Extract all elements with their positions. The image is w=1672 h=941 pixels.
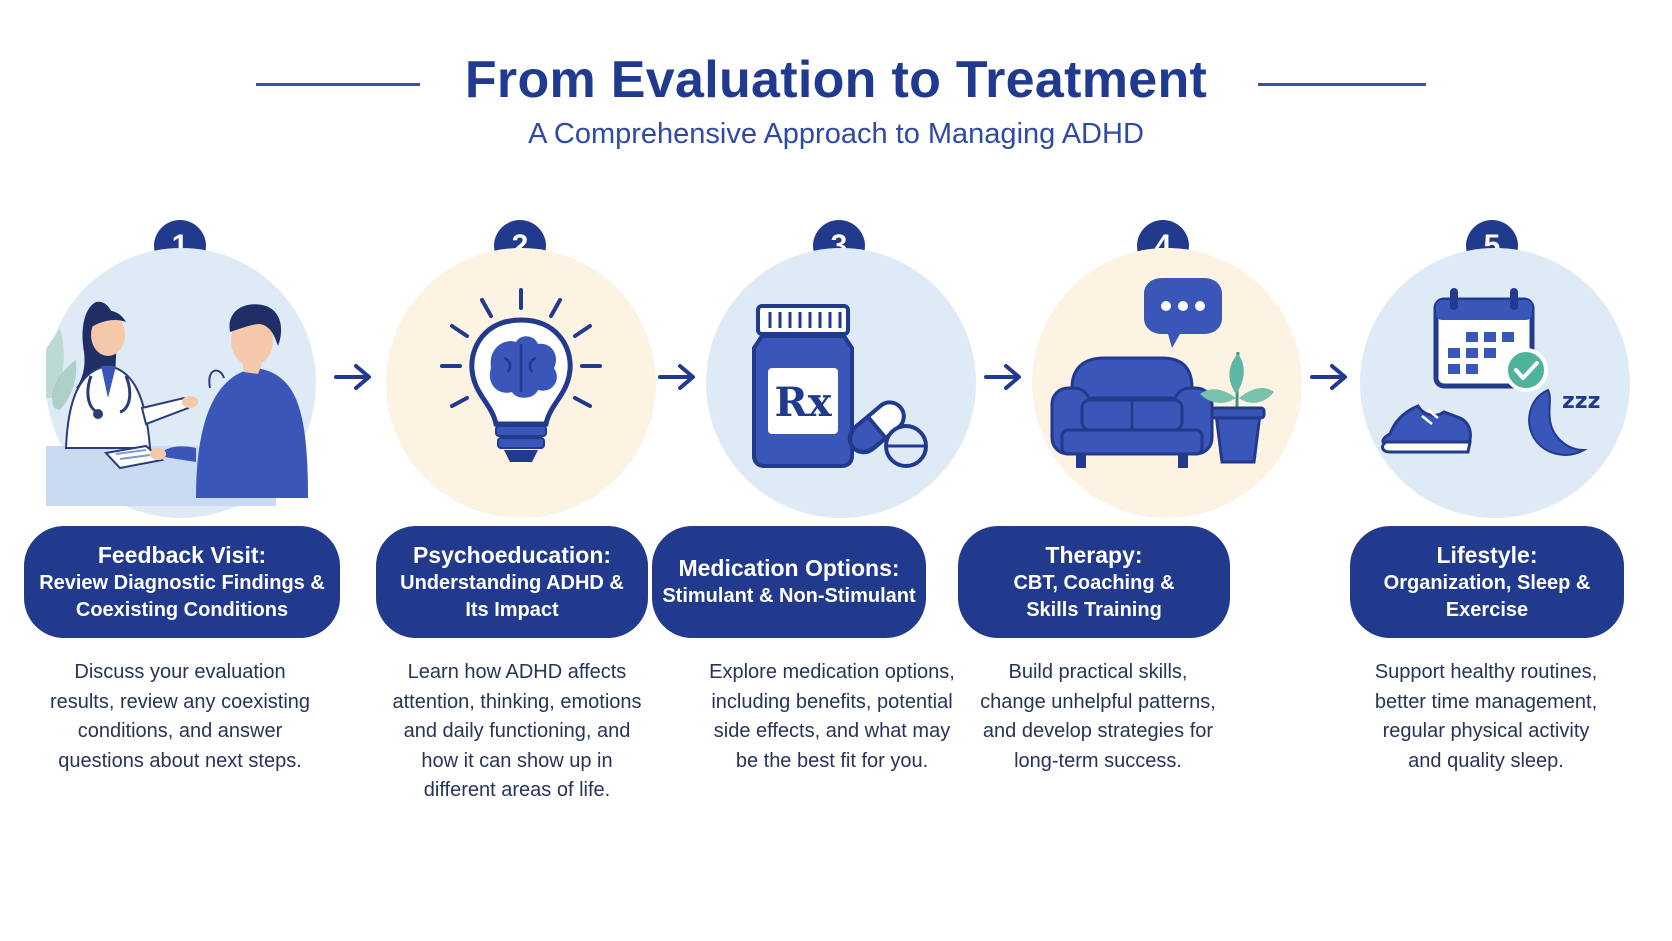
- step-title-pill: Medication Options: Stimulant & Non-Stim…: [652, 526, 926, 638]
- description-line: results, review any coexisting: [49, 690, 311, 713]
- description-line: Explore medication options,: [709, 661, 955, 683]
- rx-label: Rx: [774, 379, 832, 426]
- step-heading: Medication Options:: [678, 555, 900, 581]
- arrow-right-icon: [334, 364, 371, 390]
- step-subheading: Understanding ADHD &: [400, 571, 624, 594]
- step-subheading: Stimulant & Non-Stimulant: [662, 585, 916, 607]
- description-line: attention, thinking, emotions: [392, 690, 642, 713]
- title-rule-right: [1258, 83, 1426, 86]
- description-line: including benefits, potential: [711, 690, 953, 713]
- step-subheading: Organization, Sleep &: [1383, 571, 1591, 594]
- step-subheading: Coexisting Conditions: [75, 598, 289, 621]
- step-heading: Feedback Visit:: [97, 541, 267, 568]
- lightbulb-brain-icon: [440, 288, 602, 462]
- description-line: different areas of life.: [423, 779, 611, 801]
- description-line: and quality sleep.: [1408, 749, 1564, 772]
- description-line: and daily functioning, and: [403, 720, 631, 742]
- page-title: From Evaluation to Treatment: [464, 51, 1208, 109]
- arrow-right-icon: [984, 364, 1021, 390]
- page-subtitle: A Comprehensive Approach to Managing ADH…: [528, 118, 1144, 150]
- step-subheading: Exercise: [1445, 598, 1529, 621]
- description-line: regular physical activity: [1382, 720, 1590, 742]
- description-line: Discuss your evaluation: [74, 661, 286, 683]
- description-line: better time management,: [1374, 690, 1598, 713]
- step-description: Explore medication options, including be…: [682, 658, 982, 776]
- step-subheading: CBT, Coaching &: [1013, 571, 1175, 594]
- step-description: Learn how ADHD affects attention, thinki…: [372, 658, 662, 806]
- step-title-pill: Lifestyle: Organization, Sleep & Exercis…: [1350, 526, 1624, 638]
- description-line: conditions, and answer: [77, 720, 283, 742]
- step-subheading: Skills Training: [1026, 598, 1162, 621]
- description-line: Learn how ADHD affects: [407, 661, 627, 683]
- step-subheading: Review Diagnostic Findings &: [39, 571, 325, 594]
- description-line: change unhelpful patterns,: [980, 690, 1216, 713]
- description-line: Build practical skills,: [1008, 661, 1188, 683]
- step-heading: Lifestyle:: [1436, 541, 1538, 568]
- description-line: questions about next steps.: [58, 749, 302, 772]
- medication-bottle-icon: Rx: [752, 304, 928, 468]
- step-description: Support healthy routines, better time ma…: [1356, 658, 1616, 776]
- doctor-consultation-icon: [46, 301, 308, 506]
- title-rule-left: [256, 83, 420, 86]
- step-illustration: [46, 248, 316, 518]
- arrow-right-icon: [658, 364, 695, 390]
- step-subheading: Its Impact: [465, 598, 559, 621]
- lifestyle-calendar-icon: zzz: [1381, 288, 1600, 456]
- step-title-pill: Therapy: CBT, Coaching & Skills Training: [958, 526, 1230, 638]
- step-illustration: Rx: [706, 248, 976, 518]
- description-line: long-term success.: [1014, 749, 1182, 772]
- step-illustration: [386, 248, 656, 518]
- description-line: how it can show up in: [421, 749, 613, 772]
- step-title-pill: Feedback Visit: Review Diagnostic Findin…: [24, 526, 340, 638]
- description-line: be the best fit for you.: [735, 749, 929, 772]
- description-line: side effects, and what may: [713, 720, 951, 742]
- therapy-couch-icon: [1050, 278, 1274, 468]
- step-description: Discuss your evaluation results, review …: [30, 658, 330, 776]
- step-heading: Psychoeducation:: [412, 541, 612, 568]
- step-heading: Therapy:: [1045, 541, 1143, 568]
- description-line: and develop strategies for: [982, 720, 1214, 742]
- sleep-zzz-label: zzz: [1562, 389, 1600, 414]
- arrow-right-icon: [1310, 364, 1347, 390]
- step-title-pill: Psychoeducation: Understanding ADHD & It…: [376, 526, 648, 638]
- step-description: Build practical skills, change unhelpful…: [968, 658, 1228, 776]
- step-illustration: zzz: [1360, 248, 1630, 518]
- description-line: Support healthy routines,: [1374, 661, 1598, 683]
- step-illustration: [1032, 248, 1302, 518]
